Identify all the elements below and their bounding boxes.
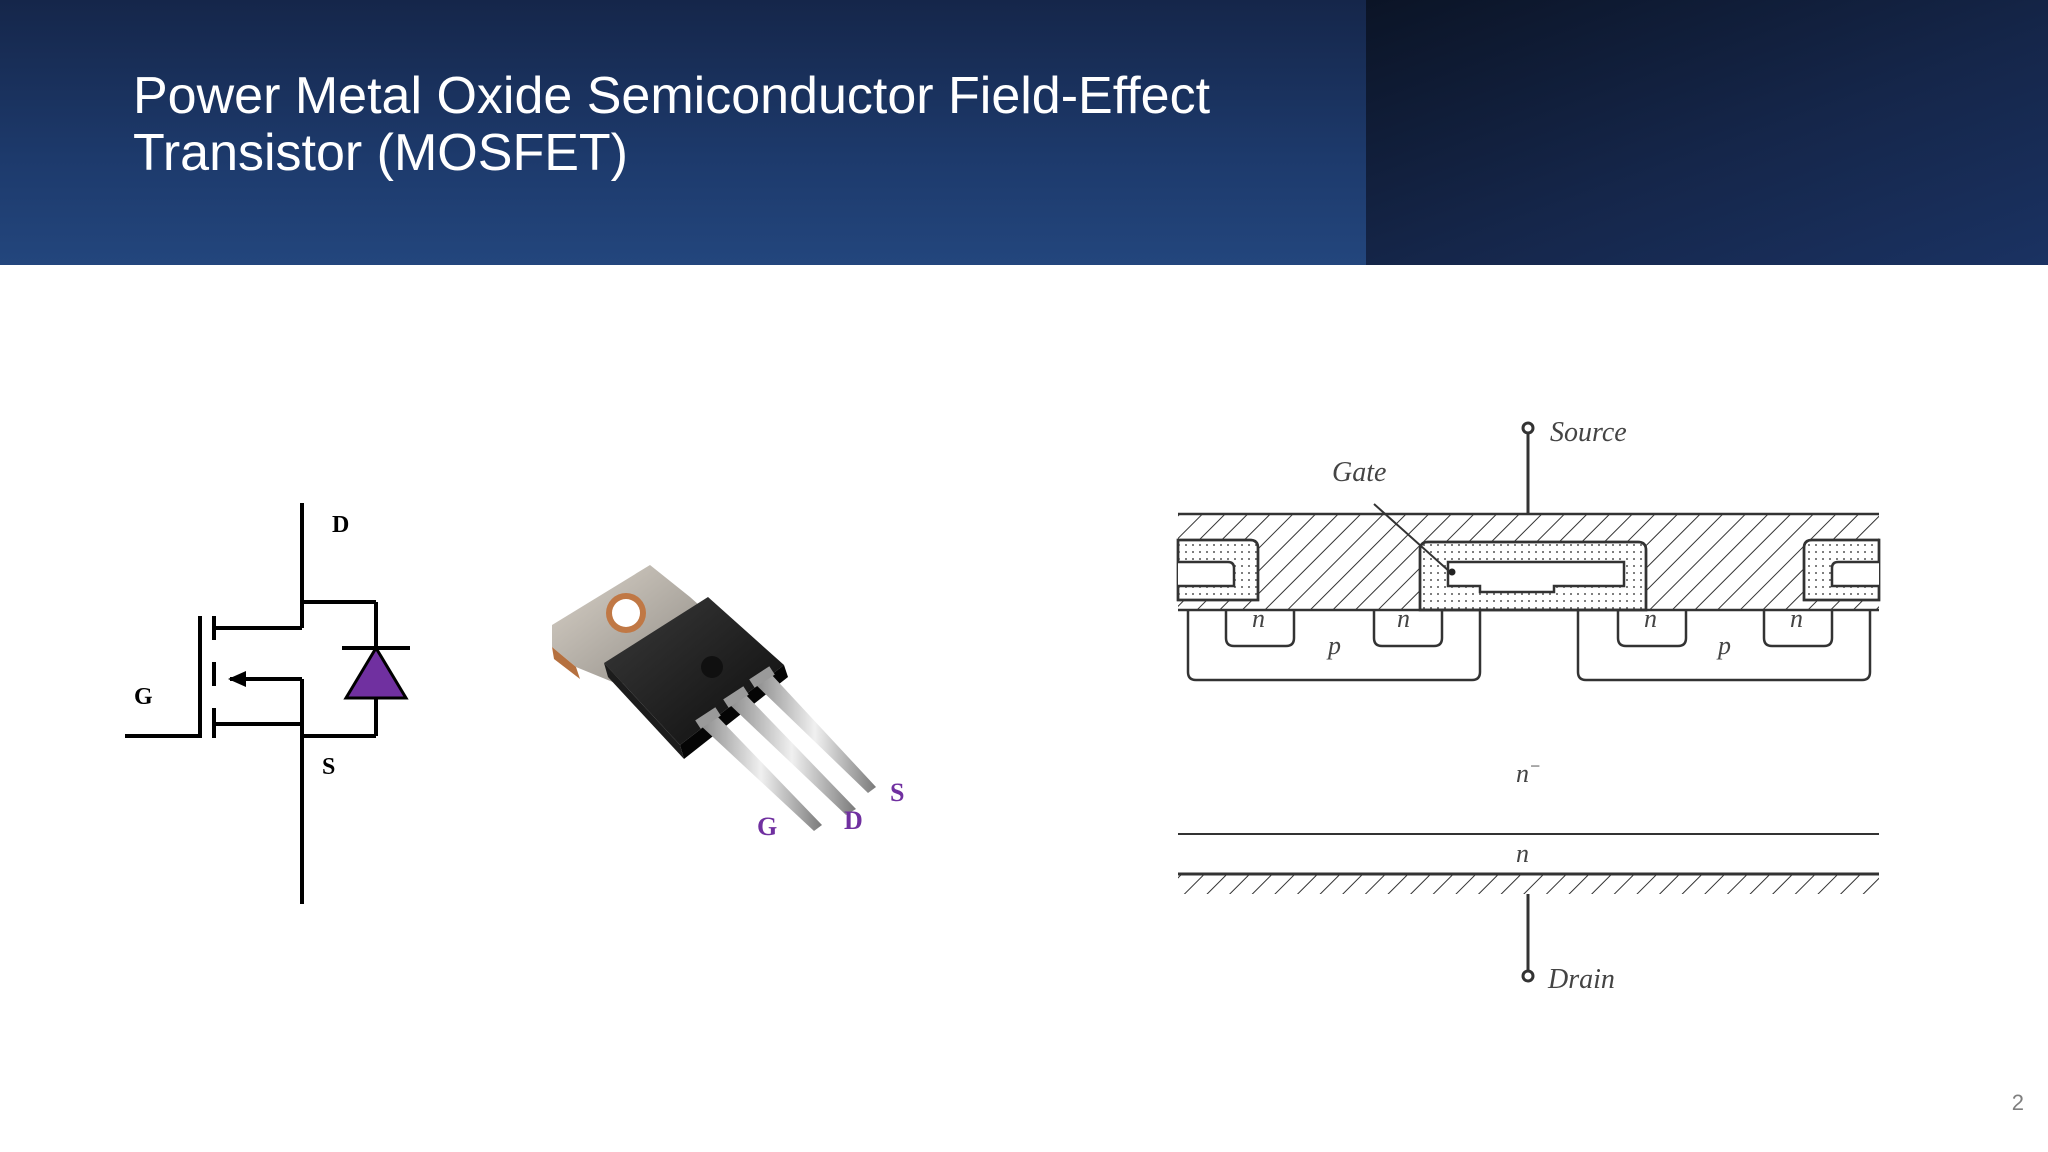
- gate-pin: [700, 715, 822, 831]
- source-terminal-label: Source: [1550, 417, 1627, 448]
- source-pin: [754, 673, 876, 793]
- p-region-label-2: p: [1716, 631, 1731, 660]
- package-gate-label: G: [757, 812, 777, 841]
- title-banner: Power Metal Oxide Semiconductor Field-Ef…: [0, 0, 2048, 265]
- body-diode-icon: [343, 645, 409, 700]
- drain-pin: [728, 693, 856, 815]
- drain-metallization: [1178, 874, 1879, 894]
- n-source-well-1: [1224, 610, 1296, 648]
- substrate-region-label: n: [1516, 839, 1529, 868]
- package-source-label: S: [890, 778, 904, 807]
- gate-pointer-line: [1373, 503, 1451, 573]
- title-banner-dark-panel: [1366, 0, 2048, 265]
- n-source-well-3: [1616, 610, 1688, 648]
- n-region-label-2: n: [1397, 604, 1410, 633]
- gate-label: G: [134, 684, 153, 710]
- p-region-label-1: p: [1326, 631, 1341, 660]
- slide-title-line-2: Transistor (MOSFET): [133, 124, 628, 182]
- gate-poly-left: [1178, 560, 1236, 588]
- slide-title-line-1: Power Metal Oxide Semiconductor Field-Ef…: [133, 67, 1211, 125]
- p-body-left: [1186, 610, 1482, 682]
- heatsink-tab: [552, 565, 708, 685]
- gate-pointer-dot: [1448, 568, 1456, 576]
- mosfet-circuit-symbol: D G S: [125, 503, 410, 904]
- drift-region-label: n−: [1516, 756, 1541, 788]
- body-arrow-icon: [228, 671, 246, 687]
- n-source-well-4: [1762, 610, 1834, 648]
- drain-terminal-icon: [1521, 969, 1535, 983]
- n-region-label-1: n: [1252, 604, 1265, 633]
- drain-label: D: [332, 512, 349, 538]
- package-pins: [695, 666, 876, 831]
- n-region-label-3: n: [1644, 604, 1657, 633]
- mosfet-cross-section-diagram: Source Gate Drain n n n n p p n− n: [1176, 417, 1881, 995]
- to220-package-illustration: G D S: [552, 565, 904, 841]
- drain-terminal-label: Drain: [1547, 964, 1615, 995]
- slide-title: Power Metal Oxide Semiconductor Field-Ef…: [133, 68, 1333, 182]
- p-body-right: [1576, 610, 1872, 682]
- package-drain-label: D: [844, 806, 863, 835]
- gate-poly-center: [1446, 560, 1626, 594]
- n-source-well-2: [1372, 610, 1444, 648]
- n-region-label-4: n: [1790, 604, 1803, 633]
- gate-poly-right: [1830, 560, 1879, 588]
- source-terminal-icon: [1521, 421, 1535, 435]
- source-label: S: [322, 754, 335, 780]
- gate-terminal-label: Gate: [1332, 457, 1386, 488]
- slide-number: 2: [2011, 1090, 2024, 1115]
